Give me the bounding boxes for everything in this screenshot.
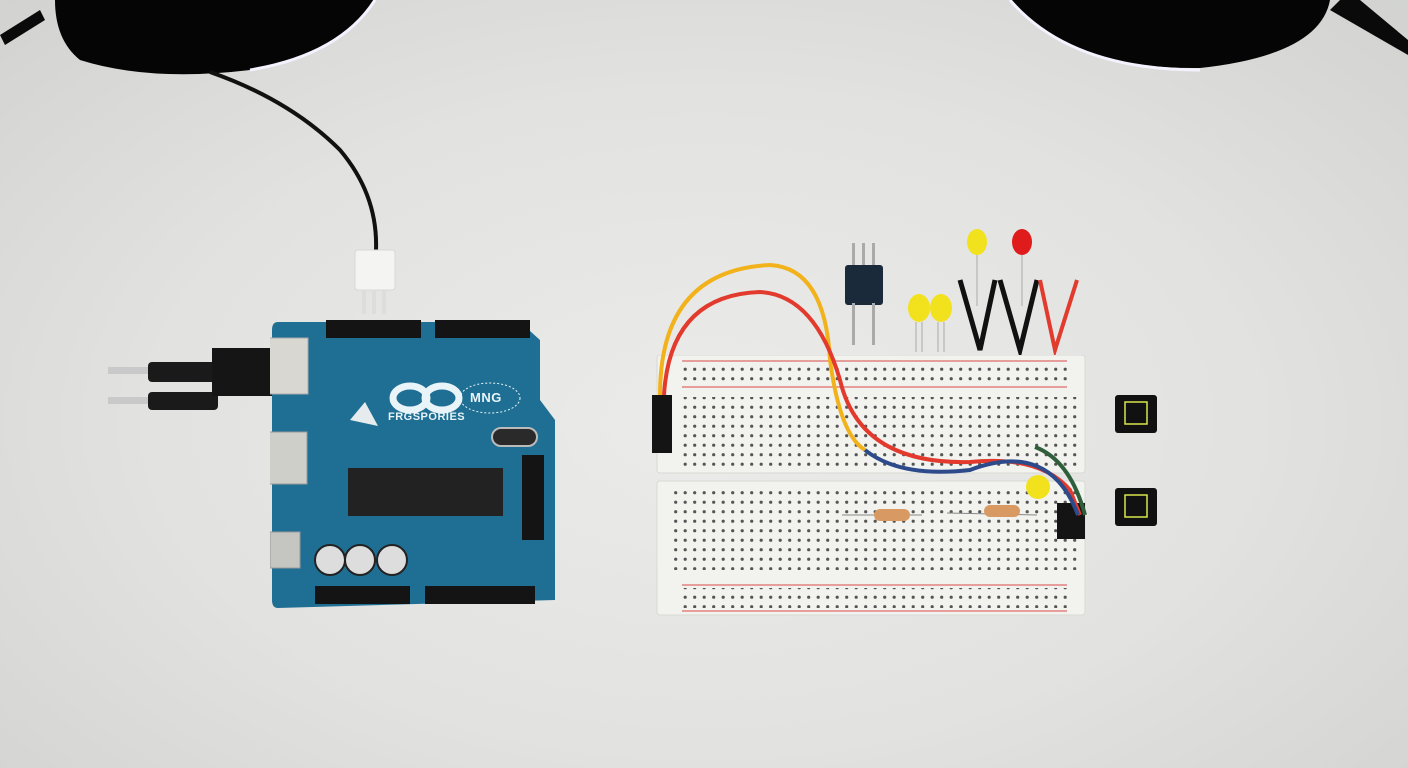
power-cable [0, 0, 420, 320]
led-yellow-on-board [1024, 472, 1052, 502]
right-desk-lamp [1000, 0, 1408, 90]
led-red [1010, 228, 1035, 308]
left-desk-lamp [0, 0, 400, 90]
display-module-top [1115, 395, 1157, 433]
usb-plug-cables [100, 340, 320, 420]
board-badge-text: MNG [470, 390, 502, 405]
board-brand-text: FRGSPORIES [388, 411, 466, 423]
ic-module [840, 243, 890, 348]
led-yellow-top [965, 228, 990, 308]
jumper-wires [640, 250, 1100, 550]
breadboard [652, 355, 1088, 617]
bent-wires [955, 275, 1085, 355]
led-yellow [905, 290, 960, 355]
arduino-board: FRGSPORIES MNG [270, 320, 555, 610]
display-module-bottom [1115, 488, 1157, 526]
